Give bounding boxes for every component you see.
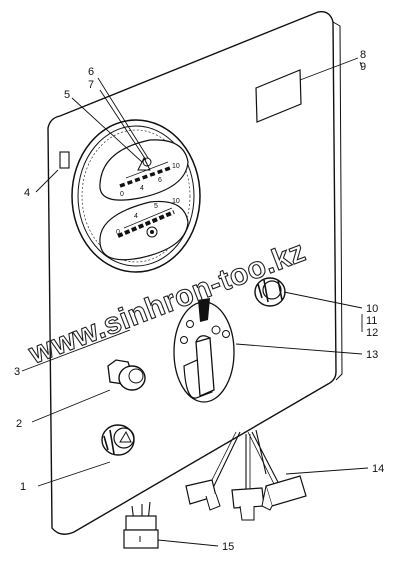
upper-scale-6: 6 <box>158 177 162 184</box>
callout-4: 4 <box>24 187 30 199</box>
callout-13: 13 <box>366 349 378 361</box>
callout-15: 15 <box>222 541 234 553</box>
callout-10: 10 <box>366 303 378 315</box>
callout-9: 9 <box>360 61 366 73</box>
callout-7: 7 <box>88 79 94 91</box>
leader-lines <box>21 57 369 547</box>
small-indicator <box>59 151 70 169</box>
panel-edge <box>332 21 343 381</box>
callout-1: 1 <box>20 481 26 493</box>
lower-scale-4: 4 <box>134 213 138 220</box>
callout-2: 2 <box>16 418 22 430</box>
indicator-lamp-icon <box>142 157 152 167</box>
callout-12: 12 <box>366 327 378 339</box>
lower-scale-10: 10 <box>172 198 180 205</box>
callout-3: 3 <box>14 366 20 378</box>
warning-triangle-icon <box>137 156 151 171</box>
ignition-switch <box>173 298 235 403</box>
gauge-cluster: 0 4 6 10 0 4 5 10 <box>71 119 201 273</box>
bottom-connector <box>123 501 159 549</box>
lower-lamp-icon <box>146 226 158 238</box>
callout-6: 6 <box>88 66 94 78</box>
upper-scale-10: 10 <box>172 163 180 170</box>
lower-scale-0: 0 <box>116 229 120 236</box>
push-button-hex <box>107 359 146 391</box>
hazard-triangle-icon <box>119 430 132 443</box>
lower-scale-5: 5 <box>154 203 158 210</box>
hazard-button <box>101 424 135 456</box>
callout-11: 11 <box>366 315 377 327</box>
wire-connectors <box>185 429 307 521</box>
callout-8: 8 <box>360 49 366 61</box>
callout-14: 14 <box>372 463 384 475</box>
callout-5: 5 <box>64 89 70 101</box>
upper-scale-0: 0 <box>120 191 124 198</box>
upper-scale-4: 4 <box>140 185 144 192</box>
nameplate <box>255 69 302 123</box>
